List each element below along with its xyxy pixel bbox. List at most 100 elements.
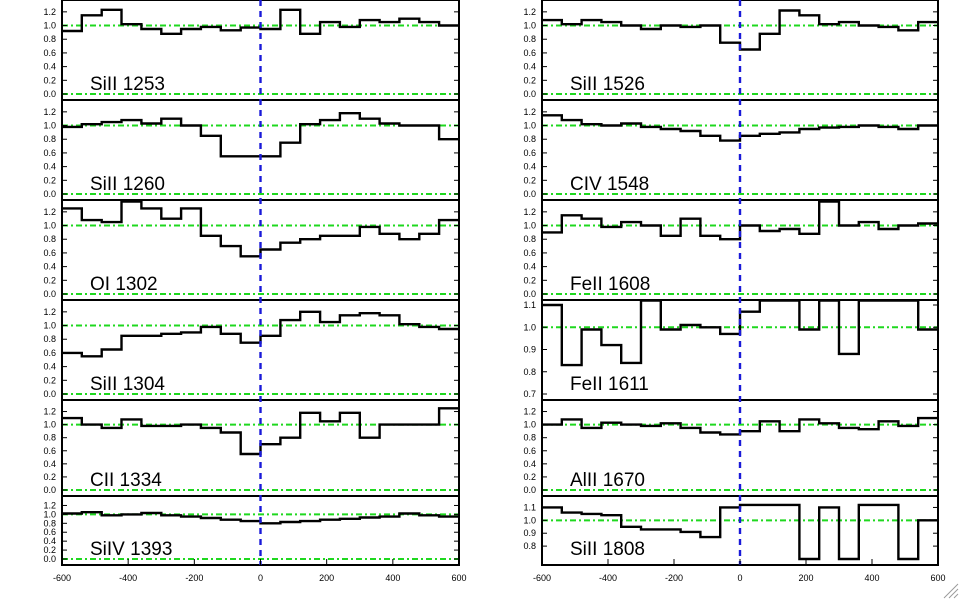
y-tick-label: 0.8 bbox=[523, 134, 536, 144]
y-tick-label: 0.8 bbox=[43, 234, 56, 244]
x-tick-label: -200 bbox=[665, 573, 683, 583]
y-tick-label: 0.2 bbox=[523, 472, 536, 482]
x-tick-label: 600 bbox=[451, 573, 466, 583]
ion-label: SiII 1253 bbox=[90, 74, 165, 95]
resize-grip-line bbox=[953, 593, 959, 599]
y-tick-label: 0.0 bbox=[43, 485, 56, 495]
y-tick-label: 1.2 bbox=[43, 107, 56, 117]
y-tick-label: 0.0 bbox=[43, 89, 56, 99]
y-tick-label: 1.2 bbox=[523, 7, 536, 17]
y-tick-label: 0.8 bbox=[43, 518, 56, 528]
x-tick-label: 200 bbox=[798, 573, 813, 583]
y-tick-label: 0.0 bbox=[43, 289, 56, 299]
y-tick-label: 0.0 bbox=[43, 389, 56, 399]
y-tick-label: 0.8 bbox=[523, 234, 536, 244]
y-tick-label: 0.8 bbox=[523, 541, 536, 551]
y-tick-label: 0.4 bbox=[43, 536, 56, 546]
ion-label: FeII 1611 bbox=[570, 374, 649, 395]
y-tick-label: 0.4 bbox=[43, 459, 56, 469]
y-tick-label: 1.0 bbox=[523, 515, 536, 525]
y-tick-label: 0.4 bbox=[43, 362, 56, 372]
y-tick-label: 1.1 bbox=[523, 300, 536, 310]
spectrum-feii-1611 bbox=[542, 300, 938, 367]
y-tick-label: 1.0 bbox=[523, 322, 536, 332]
y-tick-label: 0.6 bbox=[43, 148, 56, 158]
y-tick-label: 0.6 bbox=[43, 248, 56, 258]
y-tick-label: 0.8 bbox=[43, 134, 56, 144]
y-tick-label: 0.8 bbox=[523, 367, 536, 377]
y-tick-label: 0.8 bbox=[43, 433, 56, 443]
y-tick-label: 0.6 bbox=[43, 48, 56, 58]
y-tick-label: 1.0 bbox=[523, 420, 536, 430]
y-tick-label: 0.2 bbox=[523, 75, 536, 85]
x-tick-label: 600 bbox=[930, 573, 945, 583]
y-tick-label: 1.0 bbox=[43, 509, 56, 519]
y-tick-label: 0.8 bbox=[523, 433, 536, 443]
y-tick-label: 1.0 bbox=[523, 21, 536, 31]
y-tick-label: 0.9 bbox=[523, 345, 536, 355]
y-tick-label: 0.0 bbox=[523, 485, 536, 495]
y-tick-label: 0.0 bbox=[523, 89, 536, 99]
y-tick-label: 1.0 bbox=[43, 420, 56, 430]
y-tick-label: 0.2 bbox=[43, 545, 56, 555]
spectrum-civ-1548 bbox=[542, 114, 938, 142]
y-tick-label: 0.2 bbox=[43, 375, 56, 385]
ion-label: CII 1334 bbox=[90, 470, 162, 491]
ion-label: OI 1302 bbox=[90, 274, 158, 295]
y-tick-label: 1.0 bbox=[43, 121, 56, 131]
y-tick-label: 0.6 bbox=[43, 527, 56, 537]
x-tick-label: -400 bbox=[119, 573, 137, 583]
y-tick-label: 0.2 bbox=[43, 275, 56, 285]
ion-label: SiII 1304 bbox=[90, 374, 165, 395]
panel-oi-1302: 0.00.20.40.60.81.01.2OI 1302 bbox=[43, 199, 460, 301]
y-tick-label: 1.2 bbox=[43, 500, 56, 510]
x-tick-label: 400 bbox=[385, 573, 400, 583]
y-tick-label: 1.2 bbox=[43, 307, 56, 317]
ion-label: AlII 1670 bbox=[570, 470, 645, 491]
y-tick-label: 1.2 bbox=[523, 107, 536, 117]
y-tick-label: 0.6 bbox=[523, 148, 536, 158]
x-tick-label: 400 bbox=[864, 573, 879, 583]
resize-grip-icon bbox=[943, 583, 959, 599]
y-tick-label: 0.0 bbox=[43, 189, 56, 199]
y-tick-label: 0.6 bbox=[523, 48, 536, 58]
y-tick-label: 1.2 bbox=[43, 407, 56, 417]
y-tick-label: 0.0 bbox=[523, 189, 536, 199]
y-tick-label: 0.0 bbox=[523, 289, 536, 299]
x-tick-label: 200 bbox=[319, 573, 334, 583]
y-tick-label: 0.6 bbox=[43, 348, 56, 358]
y-tick-label: 0.7 bbox=[523, 389, 536, 399]
y-tick-label: 1.2 bbox=[43, 7, 56, 17]
y-tick-label: 1.0 bbox=[523, 121, 536, 131]
y-tick-label: 0.2 bbox=[523, 275, 536, 285]
ion-label: SiIV 1393 bbox=[90, 539, 172, 560]
y-tick-label: 0.2 bbox=[43, 472, 56, 482]
y-tick-label: 1.0 bbox=[43, 21, 56, 31]
ion-label: CIV 1548 bbox=[570, 174, 649, 195]
x-tick-label: -400 bbox=[599, 573, 617, 583]
y-tick-label: 0.2 bbox=[43, 175, 56, 185]
x-tick-label: 0 bbox=[737, 573, 742, 583]
x-tick-label: -600 bbox=[533, 573, 551, 583]
y-tick-label: 1.0 bbox=[43, 221, 56, 231]
y-tick-label: 0.6 bbox=[523, 248, 536, 258]
y-tick-label: 0.2 bbox=[523, 175, 536, 185]
y-tick-label: 0.4 bbox=[523, 262, 536, 272]
ion-label: FeII 1608 bbox=[570, 274, 650, 295]
y-tick-label: 0.6 bbox=[43, 446, 56, 456]
ion-label: SiII 1808 bbox=[570, 539, 645, 560]
y-tick-label: 1.1 bbox=[523, 502, 536, 512]
y-tick-label: 1.0 bbox=[43, 321, 56, 331]
spectrum-siii-1808 bbox=[542, 503, 938, 561]
